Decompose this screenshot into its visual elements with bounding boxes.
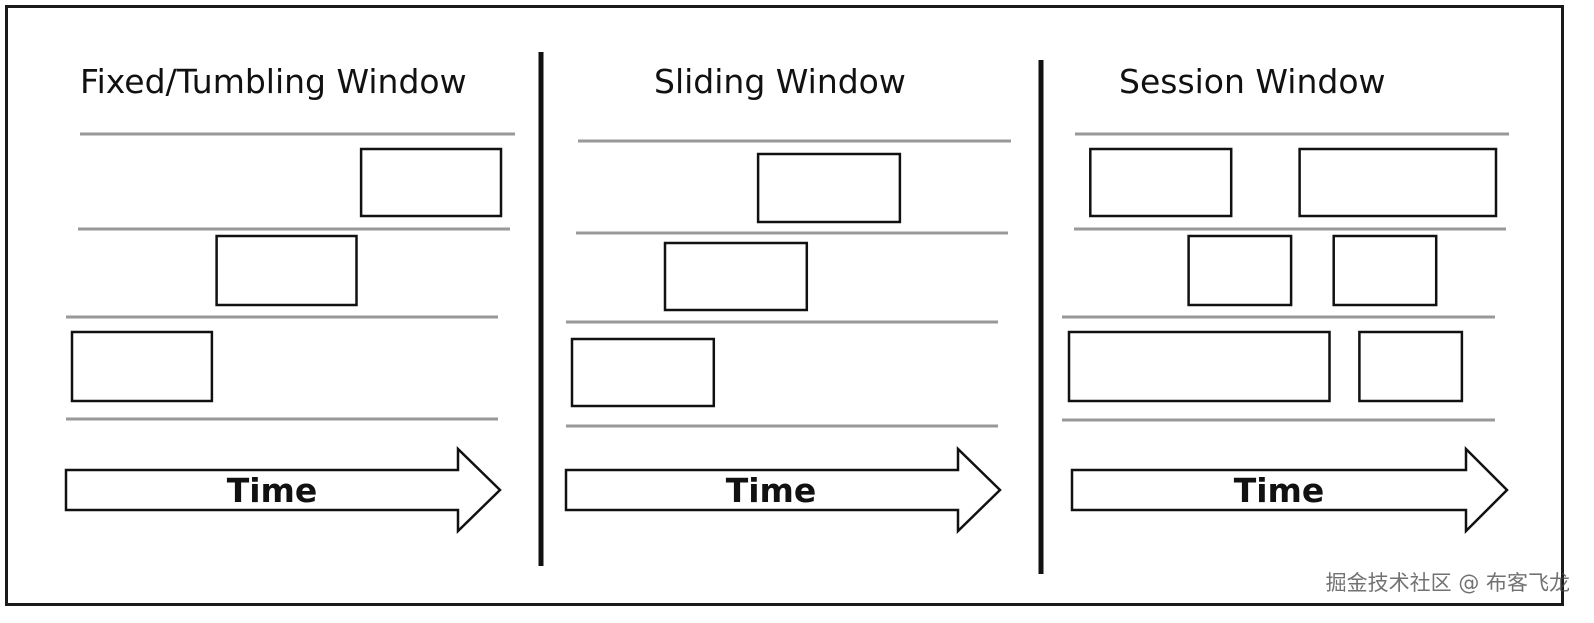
- watermark: 掘金技术社区 @ 布客飞龙: [1325, 571, 1570, 595]
- window-box: [570, 337, 716, 408]
- panel-title-sliding: Sliding Window: [654, 62, 906, 101]
- window-box: [1187, 234, 1293, 307]
- window-box: [215, 234, 358, 307]
- window-box: [1298, 147, 1498, 218]
- panel-title-tumbling: Fixed/Tumbling Window: [80, 62, 467, 101]
- window-box: [1067, 330, 1331, 403]
- time-arrow: [1070, 445, 1509, 535]
- panel-title-session: Session Window: [1119, 62, 1386, 101]
- window-box: [70, 330, 214, 403]
- window-box: [663, 241, 809, 312]
- session-window-panel: [1062, 132, 1509, 535]
- window-box: [756, 152, 902, 224]
- window-box: [1089, 147, 1233, 218]
- time-label: Time: [227, 471, 318, 510]
- time-arrow: [564, 446, 1002, 534]
- sliding-window-panel: [564, 139, 1011, 534]
- window-box: [359, 147, 503, 218]
- tumbling-window-panel: [64, 132, 515, 534]
- time-arrow: [64, 446, 502, 534]
- diagram-frame: [5, 5, 1564, 606]
- window-box: [1332, 234, 1438, 307]
- window-box: [1358, 330, 1464, 403]
- time-label: Time: [726, 471, 817, 510]
- time-label: Time: [1234, 471, 1325, 510]
